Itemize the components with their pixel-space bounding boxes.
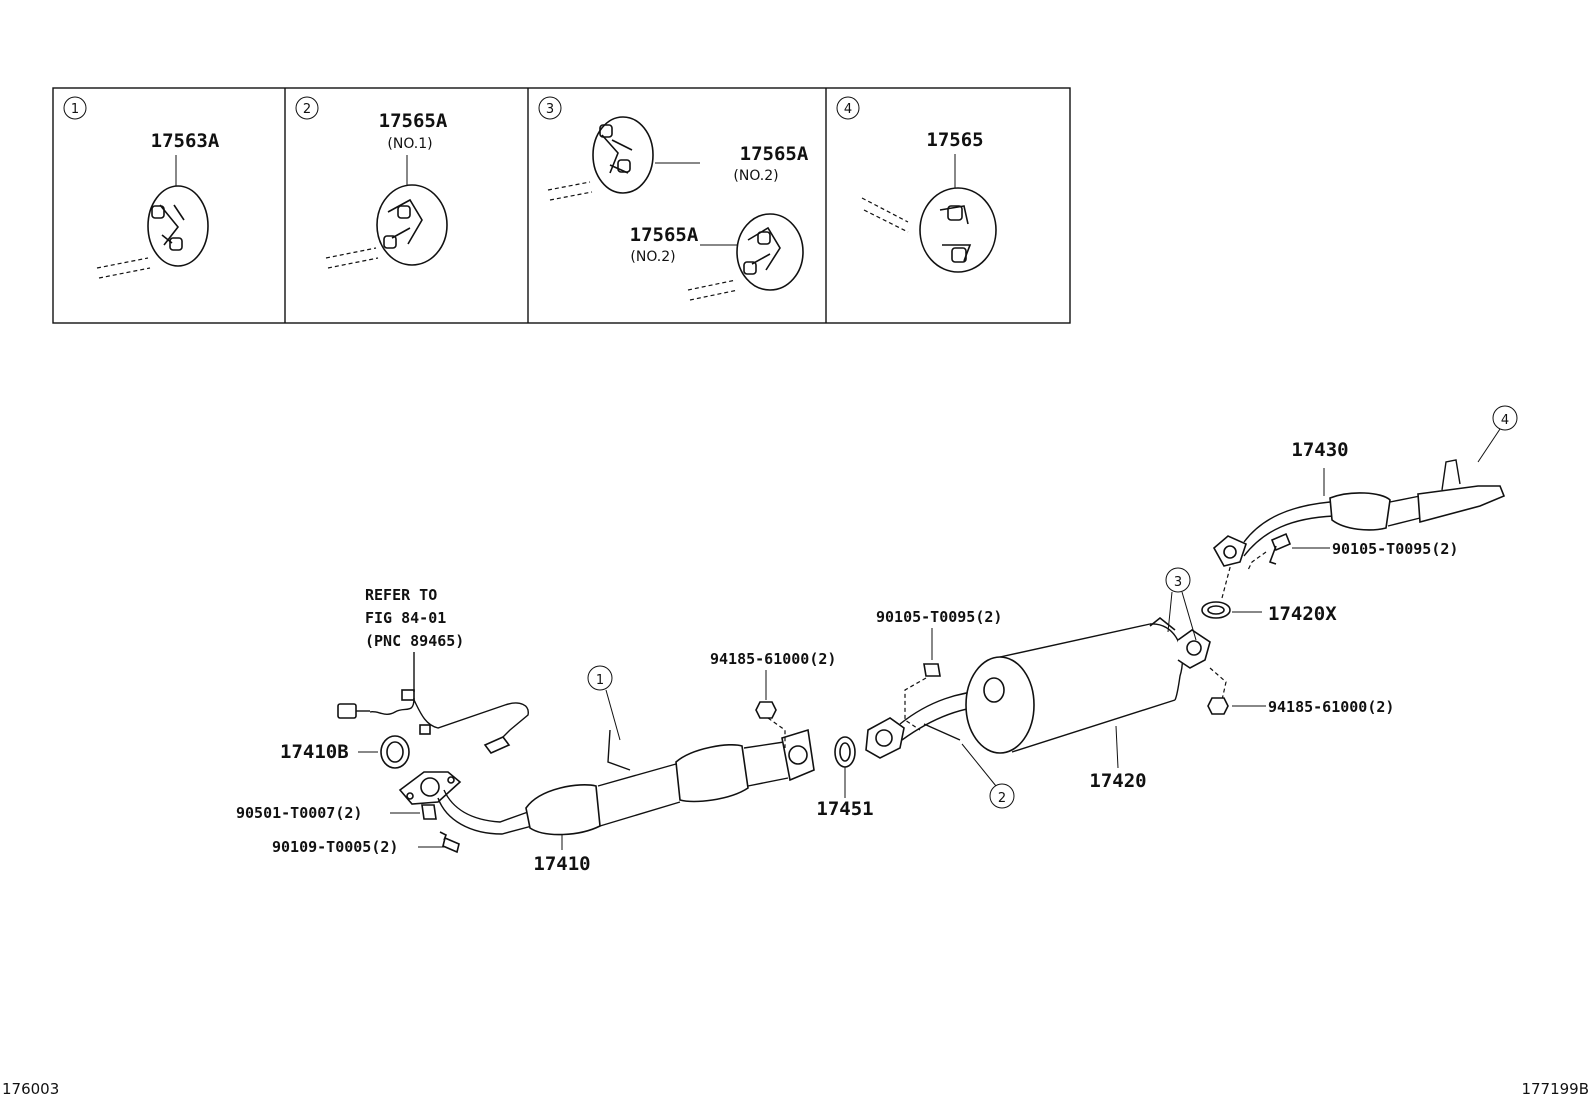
panel-4-number: 4 [844, 102, 852, 117]
part-90105-b-label: 90105-T0095(2) [876, 608, 1002, 626]
part-17410-label: 17410 [533, 853, 590, 875]
part-94185-a-label: 94185-61000(2) [710, 650, 836, 668]
panel-3: 3 17565A (NO.2) 17565A (NO.2) [538, 96, 809, 301]
panel-4: 4 17565 [836, 96, 997, 273]
hanger-17563A-icon [96, 185, 209, 279]
refer-line-3: (PNC 89465) [365, 632, 464, 650]
hanger-17565-icon [861, 187, 997, 273]
panel-3-lower-note: (NO.2) [630, 249, 675, 265]
part-17420-label: 17420 [1089, 770, 1146, 792]
part-94185-b-label: 94185-61000(2) [1268, 698, 1394, 716]
panel-frame [52, 87, 1071, 324]
callout-3: 3 [1174, 575, 1182, 590]
stud-90501-icon [421, 804, 437, 820]
hanger-17565A-no2-lower-icon [687, 213, 804, 301]
callout-4: 4 [1501, 413, 1509, 428]
footer-right-code: 177199B [1521, 1080, 1589, 1098]
gasket-17410B-icon [380, 735, 410, 769]
bolt-90105-a-icon [1268, 532, 1292, 565]
part-17420X-label: 17420X [1268, 603, 1337, 625]
rear-section: 17420X 17430 4 90105-T0095(2) [1201, 405, 1518, 625]
nut-94185-a-icon [755, 701, 777, 719]
panel-1: 1 17563A [63, 96, 220, 279]
part-17410B-label: 17410B [280, 741, 349, 763]
panel-1-number: 1 [71, 102, 79, 117]
muffler-17420-icon [965, 616, 1211, 754]
gasket-17420X-icon [1201, 601, 1231, 619]
oxygen-sensor-icon [337, 652, 529, 754]
panel-2-number: 2 [303, 102, 311, 117]
callout-1: 1 [596, 673, 604, 688]
panel-3-lower-part-label: 17565A [630, 224, 699, 246]
hanger-17565A-no2-upper-icon [547, 116, 654, 201]
center-pipe-icon [865, 689, 995, 759]
center-section: 90105-T0095(2) 2 17420 3 [865, 567, 1394, 809]
panel-3-upper-note: (NO.2) [733, 168, 778, 184]
front-section: REFER TO FIG 84-01 (PNC 89465) 17410B 90… [236, 586, 874, 875]
bolt-90105-b-icon [923, 663, 941, 677]
callout-2: 2 [998, 791, 1006, 806]
front-pipe-17410-icon [437, 728, 815, 836]
nut-94185-b-icon [1207, 697, 1229, 715]
panel-1-part-label: 17563A [151, 130, 220, 152]
panel-4-part-label: 17565 [926, 129, 983, 151]
front-flange-icon [398, 771, 462, 805]
part-90109-label: 90109-T0005(2) [272, 838, 398, 856]
panel-2-part-label: 17565A [379, 110, 448, 132]
refer-line-1: REFER TO [365, 586, 437, 604]
hanger-panels: 1 17563A 2 17565A (NO.1) [52, 87, 1071, 324]
part-17430-label: 17430 [1291, 439, 1348, 461]
bolt-90109-icon [439, 831, 460, 854]
panel-2-note: (NO.1) [387, 136, 432, 152]
tail-pipe-17430-icon [1212, 459, 1506, 567]
part-90501-label: 90501-T0007(2) [236, 804, 362, 822]
hanger-17565A-no1-icon [325, 184, 448, 269]
panel-2: 2 17565A (NO.1) [295, 96, 448, 269]
part-90105-a-label: 90105-T0095(2) [1332, 540, 1458, 558]
panel-3-upper-part-label: 17565A [740, 143, 809, 165]
part-17451-label: 17451 [816, 798, 873, 820]
gasket-17451-icon [834, 736, 856, 768]
panel-3-number: 3 [546, 102, 554, 117]
footer-left-code: 176003 [2, 1080, 59, 1098]
refer-line-2: FIG 84-01 [365, 609, 446, 627]
